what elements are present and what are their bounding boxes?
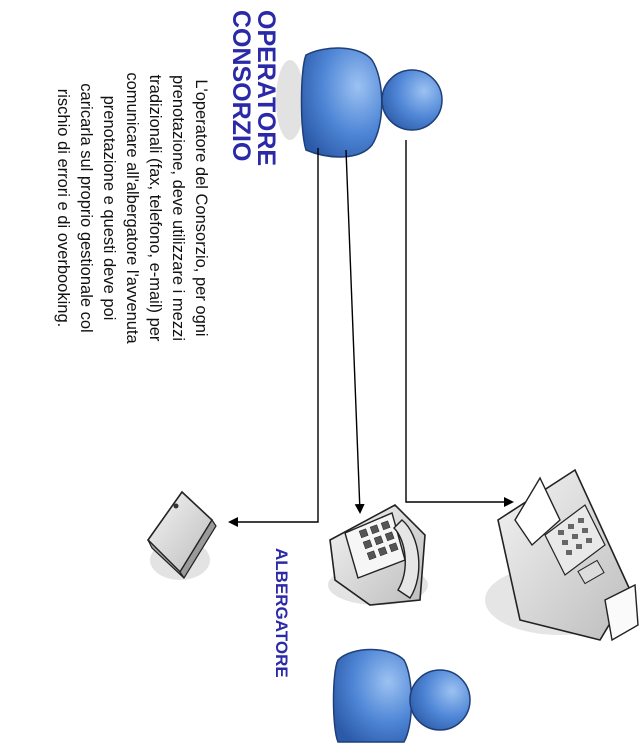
telephone-icon — [328, 504, 428, 606]
description-line: comunicare all'albergatore l'avvenuta — [123, 72, 141, 344]
line-to-telephone — [345, 149, 365, 514]
description-line: tradizionali (fax, telefono, e-mail) per — [146, 74, 164, 342]
connection-lines — [228, 140, 514, 527]
hotelier-person-icon — [332, 648, 471, 743]
description-line: caricarla sul proprio gestionale col — [77, 83, 95, 333]
description-line: prenotazione, deve utilizzare i mezzi — [169, 75, 187, 341]
description-line: prenotazione e questi deve poi — [100, 95, 118, 321]
operator-title: OPERATORE CONSORZIO — [227, 10, 280, 167]
description-text: L'operatore del Consorzio, per ogni pren… — [51, 18, 212, 398]
operator-person-icon — [276, 47, 443, 158]
email-device-icon — [146, 490, 217, 580]
hotelier-label: ALBERGATORE — [272, 548, 291, 678]
operator-title-line2: CONSORZIO — [227, 10, 255, 162]
description-line: L'operatore del Consorzio, per ogni — [192, 79, 210, 337]
line-to-fax — [405, 140, 514, 507]
description-line: rischio di errori e di overbooking. — [54, 88, 72, 328]
fax-machine-icon — [485, 468, 639, 642]
line-to-email — [228, 148, 319, 527]
operator-title-line1: OPERATORE — [252, 10, 280, 167]
